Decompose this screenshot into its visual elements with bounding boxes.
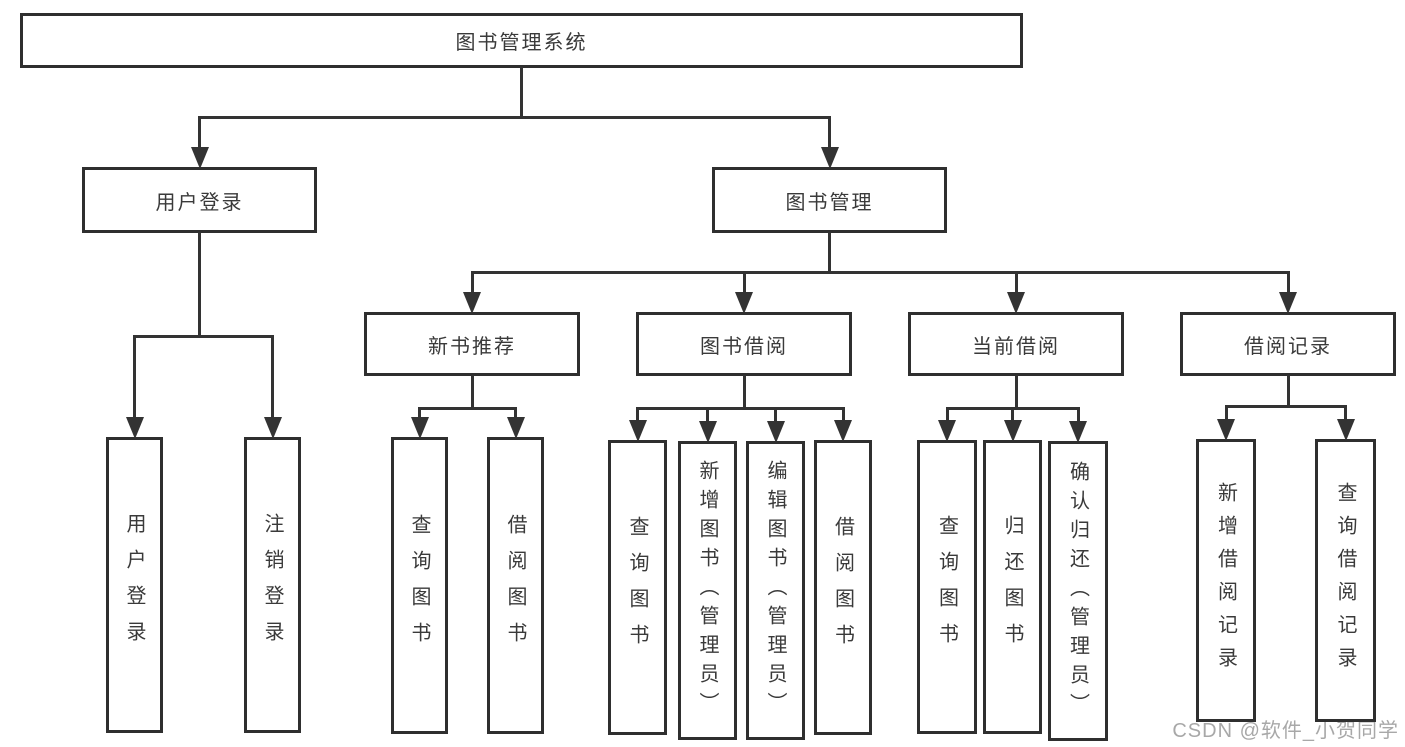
connector-line [418, 406, 517, 410]
node-label: 查询图书 [935, 515, 958, 659]
connector-line [198, 117, 201, 157]
node-leaf-user-login: 用户登录 [106, 437, 163, 733]
node-leaf-rec-query: 查询图书 [391, 437, 448, 734]
node-label: 归还图书 [1001, 515, 1023, 659]
arrowhead-icon [506, 417, 525, 439]
arrowhead-icon [1217, 419, 1235, 441]
connector-line [470, 272, 474, 302]
node-leaf-bb-borrow: 借阅图书 [814, 440, 872, 735]
connector-line [470, 375, 474, 410]
connector-line [742, 272, 746, 302]
connector-line [198, 232, 201, 338]
node-leaf-cb-confirm: 确认归还（管理员） [1048, 441, 1108, 741]
connector-line [828, 232, 831, 274]
arrowhead-icon [1007, 292, 1025, 314]
node-leaf-bb-add: 新增图书（管理员） [678, 441, 737, 740]
arrowhead-icon [834, 420, 852, 442]
arrowhead-icon [735, 292, 753, 314]
connector-line [828, 117, 831, 157]
connector-line [198, 115, 831, 119]
connector-line [706, 408, 709, 431]
node-borrow-records: 借阅记录 [1180, 312, 1396, 376]
node-leaf-br-add: 新增借阅记录 [1196, 439, 1256, 722]
connector-line [133, 336, 136, 427]
connector-line [1014, 375, 1018, 410]
node-label: 查询借阅记录 [1334, 481, 1356, 680]
node-label: 用户登录 [123, 513, 145, 657]
node-label: 查询图书 [408, 513, 430, 658]
arrowhead-icon [938, 420, 956, 442]
node-label: 确认归还（管理员） [1066, 460, 1089, 722]
node-current-borrow: 当前借阅 [908, 312, 1124, 376]
node-label: 图书管理系统 [455, 32, 588, 54]
arrowhead-icon [1279, 292, 1297, 314]
node-leaf-rec-borrow: 借阅图书 [487, 437, 544, 734]
arrowhead-icon [410, 417, 429, 439]
connector-line [945, 408, 949, 430]
node-book-borrow: 图书借阅 [636, 312, 852, 376]
node-root: 图书管理系统 [20, 13, 1023, 68]
arrowhead-icon [1003, 420, 1022, 442]
connector-line [1011, 408, 1014, 430]
connector-line [774, 408, 777, 431]
connector-line [133, 334, 274, 338]
node-label: 新增借阅记录 [1214, 481, 1237, 680]
connector-line [841, 408, 845, 430]
arrowhead-icon [190, 147, 209, 169]
connector-line [1344, 406, 1347, 429]
node-leaf-bb-edit: 编辑图书（管理员） [746, 441, 805, 740]
connector-line [636, 406, 845, 410]
node-label: 图书管理 [785, 191, 874, 214]
node-leaf-cb-return: 归还图书 [983, 440, 1042, 734]
node-label: 新书推荐 [428, 335, 516, 358]
connector-line [271, 336, 274, 427]
node-label: 借阅图书 [504, 513, 526, 658]
node-book-mgmt: 图书管理 [712, 167, 947, 233]
node-label: 注销登录 [261, 513, 283, 657]
arrowhead-icon [463, 292, 481, 314]
node-label: 借阅记录 [1244, 335, 1332, 358]
arrowhead-icon [766, 421, 785, 443]
connector-line [470, 270, 1290, 274]
connector-line [1076, 408, 1080, 431]
node-leaf-br-query: 查询借阅记录 [1315, 439, 1376, 722]
connector-line [742, 375, 746, 410]
node-user-login: 用户登录 [82, 167, 317, 233]
node-label: 当前借阅 [972, 335, 1060, 358]
node-label: 查询图书 [626, 515, 648, 660]
connector-line [520, 67, 523, 119]
connector-line [1286, 375, 1290, 408]
arrowhead-icon [698, 421, 717, 443]
node-leaf-logout: 注销登录 [244, 437, 301, 733]
connector-line [1014, 272, 1018, 302]
arrowhead-icon [263, 417, 282, 439]
node-label: 图书借阅 [700, 335, 788, 358]
connector-line [1224, 406, 1228, 429]
node-label: 借阅图书 [831, 515, 854, 660]
node-new-book-rec: 新书推荐 [364, 312, 580, 376]
arrowhead-icon [1069, 421, 1087, 443]
node-leaf-cb-query: 查询图书 [917, 440, 977, 734]
node-label: 新增图书（管理员） [696, 460, 718, 721]
arrowhead-icon [1336, 419, 1355, 441]
node-label: 用户登录 [155, 191, 244, 214]
arrowhead-icon [628, 420, 647, 442]
node-label: 编辑图书（管理员） [764, 460, 786, 721]
arrowhead-icon [820, 147, 839, 169]
connector-line [636, 408, 639, 430]
connector-line [1224, 404, 1347, 408]
node-leaf-bb-query: 查询图书 [608, 440, 667, 735]
connector-line [1286, 272, 1290, 302]
arrowhead-icon [125, 417, 144, 439]
